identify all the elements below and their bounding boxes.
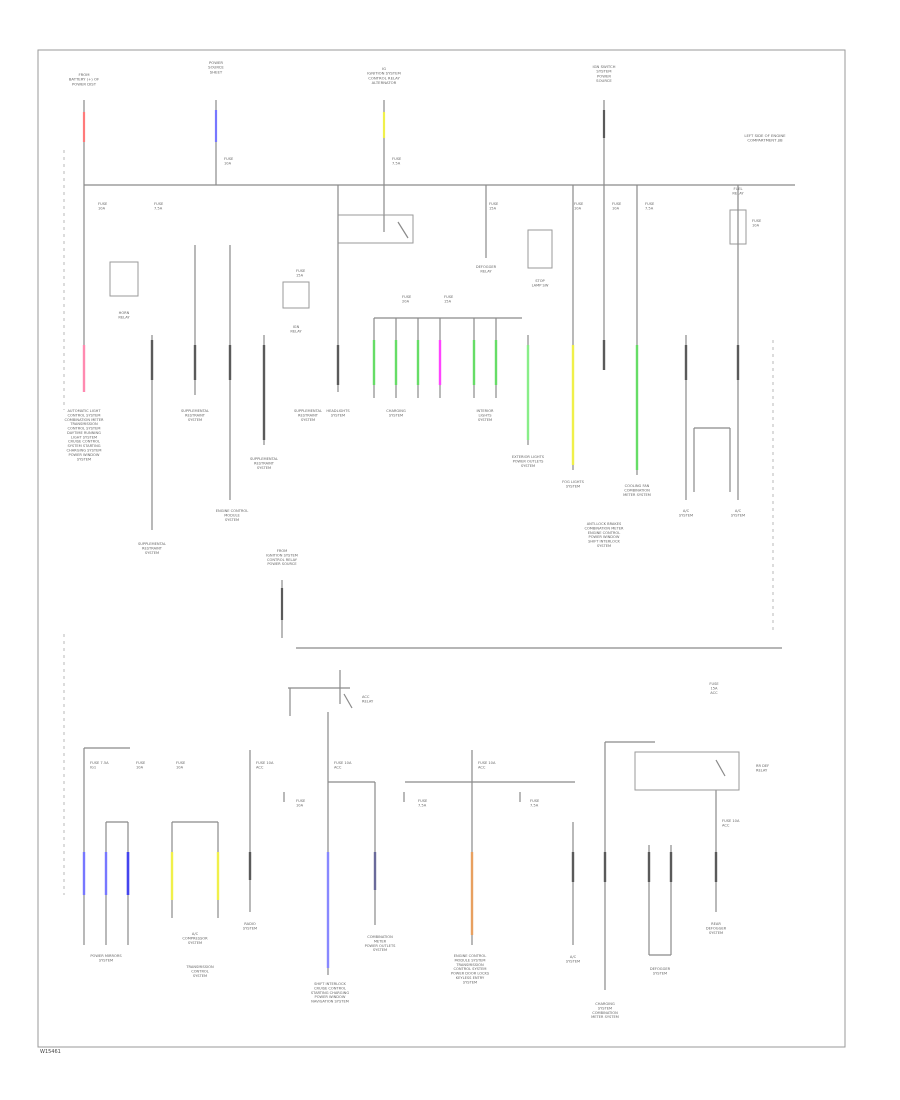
diagram-frame (37, 49, 846, 1048)
top-colored-segments (82, 340, 740, 470)
source-wires (82, 100, 606, 370)
top-branch-wires (63, 150, 774, 632)
lower-wires (83, 712, 717, 990)
footer-code: W15461 (40, 1049, 61, 1055)
lower-colored-segments (82, 852, 718, 968)
